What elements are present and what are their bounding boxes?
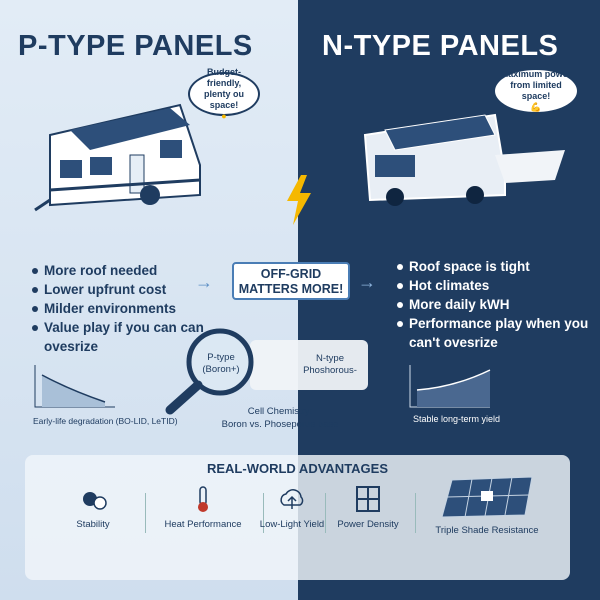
advantage-low-light: Low-Light Yield	[252, 485, 332, 530]
bubble-line: Maximum power	[500, 69, 572, 79]
chemistry-caption: Cell Chemistry: Boron vs. Phoseporus base	[200, 405, 360, 431]
bullet-item: More daily kWH	[395, 295, 595, 314]
degradation-caption: Early-life degradation (BO-LID, LeTID)	[33, 416, 178, 426]
chemistry-card	[250, 340, 368, 390]
advantage-label: Power Density	[337, 519, 399, 530]
label-line: N-type	[316, 353, 344, 364]
divider	[263, 493, 264, 533]
camper-trailer-illustration	[34, 103, 201, 212]
grid-icon	[356, 486, 380, 512]
bullet-item: Lower upfrunt cost	[30, 280, 210, 299]
bullet-item: Roof space is tight	[395, 257, 595, 276]
label-line: (Boron+)	[202, 364, 240, 375]
p-type-label: P-type(Boron+)	[192, 352, 250, 376]
muscle-icon: 💪	[530, 102, 542, 112]
bubble-line: Budget-friendly,	[206, 66, 242, 88]
magnifier-icon	[165, 328, 254, 415]
solar-panel-lock-icon	[441, 476, 533, 518]
motorhome-boat-illustration	[363, 113, 565, 206]
divider	[325, 493, 326, 533]
label-line: Phoshorous-	[303, 365, 357, 376]
bullet-item: Value play if you can can ovesrize	[30, 318, 210, 356]
advantages-title: REAL-WORLD ADVANTAGES	[206, 461, 389, 476]
callout-line: OFF-GRID	[260, 267, 322, 281]
sun-clock-icon	[83, 492, 107, 510]
advantage-label: Heat Performance	[164, 519, 242, 530]
divider	[145, 493, 146, 533]
arrow-right-icon: →	[358, 272, 376, 292]
yield-caption: Stable long-term yield	[413, 414, 501, 424]
degradation-graph	[34, 365, 115, 408]
bubble-line: from limited space!	[510, 80, 562, 101]
label-line: P-type	[207, 352, 235, 363]
advantage-shade: Triple Shade Resistance	[427, 475, 547, 536]
bullet-item: Milder environments	[30, 299, 210, 318]
advantage-heat: Heat Performance	[158, 485, 248, 530]
advantage-label: Low-Light Yield	[259, 519, 325, 530]
bullet-item: Performance play when you can't ovesrize	[395, 314, 595, 352]
cloud-upload-icon	[280, 489, 304, 509]
money-bag-icon: ●	[221, 110, 227, 121]
p-type-bullets: More roof needed Lower upfrunt cost Mild…	[30, 261, 210, 356]
callout-line: MATTERS MORE!	[238, 282, 344, 296]
advantage-label: Triple Shade Resistance	[435, 525, 539, 536]
caption-line: Boron vs. Phoseporus base	[221, 419, 339, 430]
n-type-title: N-TYPE PANELS	[322, 30, 559, 62]
caption-line: Cell Chemistry:	[247, 406, 313, 417]
advantage-label: Stability	[76, 519, 110, 530]
divider	[415, 493, 416, 533]
advantage-stability: Stability	[63, 485, 123, 530]
advantages-panel: REAL-WORLD ADVANTAGES Stability Heat Per…	[25, 455, 570, 580]
thermometer-icon	[198, 486, 208, 512]
lightning-icon	[287, 175, 311, 225]
yield-graph	[409, 365, 491, 408]
bubble-line: plenty ou space!	[204, 88, 244, 110]
p-type-bubble: Budget-friendly,plenty ou space!●	[188, 67, 260, 121]
bullet-item: More roof needed	[30, 261, 210, 280]
n-type-bullets: Roof space is tight Hot climates More da…	[395, 257, 595, 352]
p-type-title: P-TYPE PANELS	[18, 30, 253, 62]
arrow-right-icon: →	[195, 272, 213, 292]
bullet-item: Hot climates	[395, 276, 595, 295]
advantage-power-density: Power Density	[328, 485, 408, 530]
